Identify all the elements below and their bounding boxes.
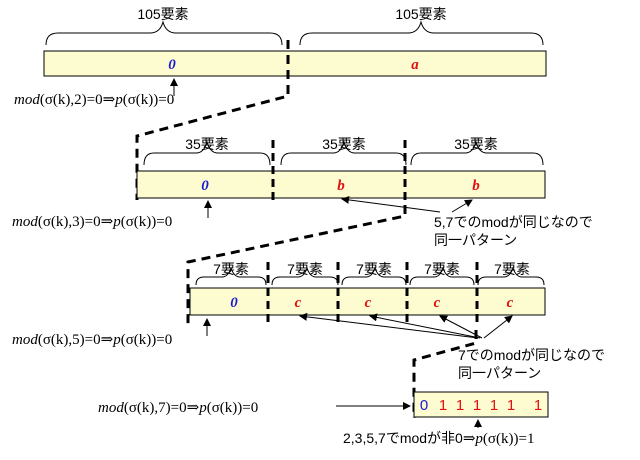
arrow [299, 312, 479, 339]
cell-b: b [337, 178, 345, 194]
zoom-line [412, 330, 478, 418]
brace-label: 7要素 [494, 261, 530, 277]
bit: 1 [473, 397, 481, 414]
note-line: 7でのmodが同じなので [458, 347, 605, 363]
zoom-line [186, 205, 407, 324]
row-105: 105要素 105要素 0 a mod(σ(k),2)=0⇒p(σ(k))=0 [14, 6, 547, 108]
cell-c: c [295, 295, 302, 311]
svg-text:mod(σ(k),5)=0⇒p(σ(k))=0: mod(σ(k),5)=0⇒p(σ(k))=0 [12, 332, 172, 348]
svg-text:mod(σ(k),7)=0⇒p(σ(k))=0: mod(σ(k),7)=0⇒p(σ(k))=0 [98, 400, 258, 416]
bit: 1 [490, 397, 498, 414]
brace-label: 35要素 [454, 136, 498, 152]
brace-label: 7要素 [424, 261, 460, 277]
zoom-line [135, 40, 290, 200]
cell-zero: 0 [168, 57, 176, 73]
cell-zero: 0 [230, 295, 238, 311]
cell-c: c [365, 295, 372, 311]
note-line: 同一パターン [458, 365, 541, 381]
svg-text:mod(σ(k),3)=0⇒p(σ(k))=0: mod(σ(k),3)=0⇒p(σ(k))=0 [12, 214, 172, 230]
arrow [451, 199, 473, 213]
svg-text:mod(σ(k),2)=0⇒p(σ(k))=0: mod(σ(k),2)=0⇒p(σ(k))=0 [14, 92, 174, 108]
bit: 1 [534, 397, 542, 414]
bit: 1 [456, 397, 464, 414]
array-box-105 [43, 50, 547, 77]
note-line: 同一パターン [434, 232, 517, 248]
brace-label: 7要素 [356, 261, 392, 277]
cell-b: b [472, 178, 480, 194]
formula-mod5: mod(σ(k),5)=0⇒p(σ(k))=0 [12, 332, 172, 348]
brace-7 [195, 266, 267, 286]
formula-mod3: mod(σ(k),3)=0⇒p(σ(k))=0 [12, 214, 172, 230]
brace-label: 7要素 [287, 261, 323, 277]
bit: 1 [507, 397, 515, 414]
brace-label: 105要素 [395, 6, 446, 22]
brace-35 [143, 140, 271, 166]
bit: 0 [420, 397, 428, 414]
formula-mod2: mod(σ(k),2)=0⇒p(σ(k))=0 [14, 92, 174, 108]
svg-text:2,3,5,7でmodが非0⇒p(σ(k))=1: 2,3,5,7でmodが非0⇒p(σ(k))=1 [343, 430, 534, 447]
array-box-35 [136, 170, 546, 199]
cell-c: c [434, 295, 441, 311]
bit: 1 [439, 397, 447, 414]
row-35: 35要素 35要素 35要素 0 b b mod(σ(k),3)=0⇒p(σ(k… [12, 136, 593, 248]
row-bits: 0 1 1 1 1 1 1 mod(σ(k),7)=0⇒p(σ(k))=0 2,… [98, 391, 549, 447]
brace-7 [341, 266, 407, 286]
brace-right-105 [299, 20, 544, 46]
bit-box [413, 391, 549, 418]
brace-left-105 [45, 20, 283, 46]
brace-label: 35要素 [185, 136, 229, 152]
brace-label: 105要素 [137, 6, 188, 22]
brace-label: 35要素 [322, 136, 366, 152]
array-box-7 [189, 287, 546, 316]
brace-35 [280, 140, 407, 166]
arrow [483, 315, 513, 339]
arrow [369, 313, 481, 339]
cell-a: a [411, 57, 419, 73]
brace-7 [477, 266, 545, 286]
row-7: 7要素 7要素 7要素 7要素 7要素 0 c c c c mod(σ(k),5… [12, 261, 605, 381]
brace-35 [410, 140, 544, 166]
note-line: 5,7でのmodが同じなので [434, 214, 593, 230]
bottom-statement: 2,3,5,7でmodが非0⇒p(σ(k))=1 [343, 430, 534, 447]
brace-7 [409, 266, 475, 286]
brace-label: 7要素 [213, 261, 249, 277]
brace-7 [271, 266, 339, 286]
cell-zero: 0 [201, 178, 209, 194]
arrow [341, 195, 441, 213]
cell-c: c [507, 295, 514, 311]
formula-mod7: mod(σ(k),7)=0⇒p(σ(k))=0 [98, 400, 258, 416]
